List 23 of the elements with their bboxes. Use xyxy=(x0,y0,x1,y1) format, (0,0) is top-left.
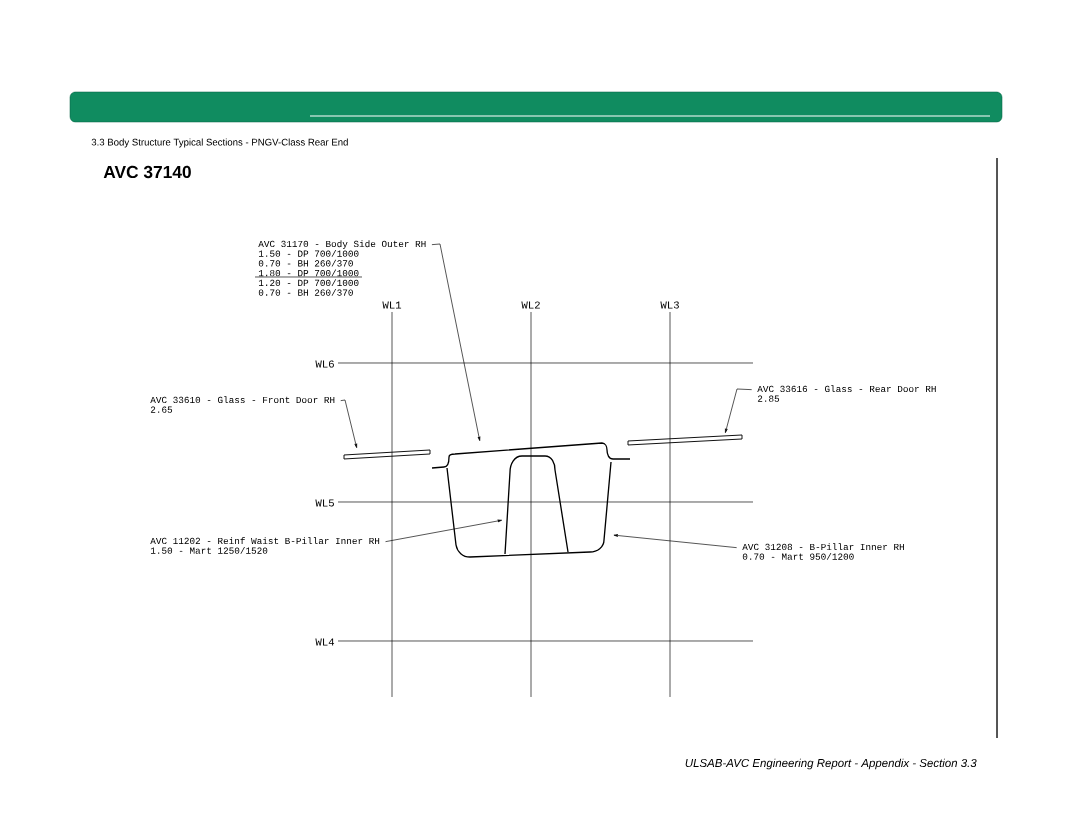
leader-line xyxy=(725,388,752,433)
leader-line xyxy=(340,399,358,448)
grid-label: WL2 xyxy=(520,300,542,310)
part-drawing xyxy=(504,455,569,555)
callout-text: AVC 31170 - Body Side Outer RH 1.50 - DP 700/1000 0.70 - BH 260/370 1.80 - DP 700/1000 1.20 - DP 700/1000 0.70 - BH 260/370 xyxy=(254,240,426,296)
part-drawing xyxy=(431,442,631,469)
part-drawing xyxy=(446,461,612,558)
grid-label: WL4 xyxy=(314,637,336,647)
leader-line xyxy=(613,534,737,548)
footer-text: ULSAB-AVC Engineering Report - Appendix - Section 3.3 xyxy=(685,758,977,770)
part-drawing xyxy=(627,434,743,446)
part-drawing xyxy=(343,449,431,460)
grid-label: WL6 xyxy=(314,359,336,369)
callout-text: AVC 33610 - Glass - Front Door RH 2.65 xyxy=(150,396,335,413)
callout-text: AVC 31208 - B-Pillar Inner RH 0.70 - Mart 950/1200 xyxy=(742,543,904,560)
header-text: 3.3 Body Structure Typical Sections - PNGV-Class Rear End xyxy=(91,138,348,148)
title: AVC 37140 xyxy=(103,165,191,179)
grid-label: WL5 xyxy=(314,498,336,508)
leader-line xyxy=(385,519,502,542)
grid-label: WL3 xyxy=(659,300,681,310)
callout-text: AVC 11202 - Reinf Waist B-Pillar Inner RH 1.50 - Mart 1250/1520 xyxy=(150,537,380,554)
callout-text: AVC 33616 - Glass - Rear Door RH 2.85 xyxy=(757,385,936,402)
leader-line xyxy=(431,243,481,441)
